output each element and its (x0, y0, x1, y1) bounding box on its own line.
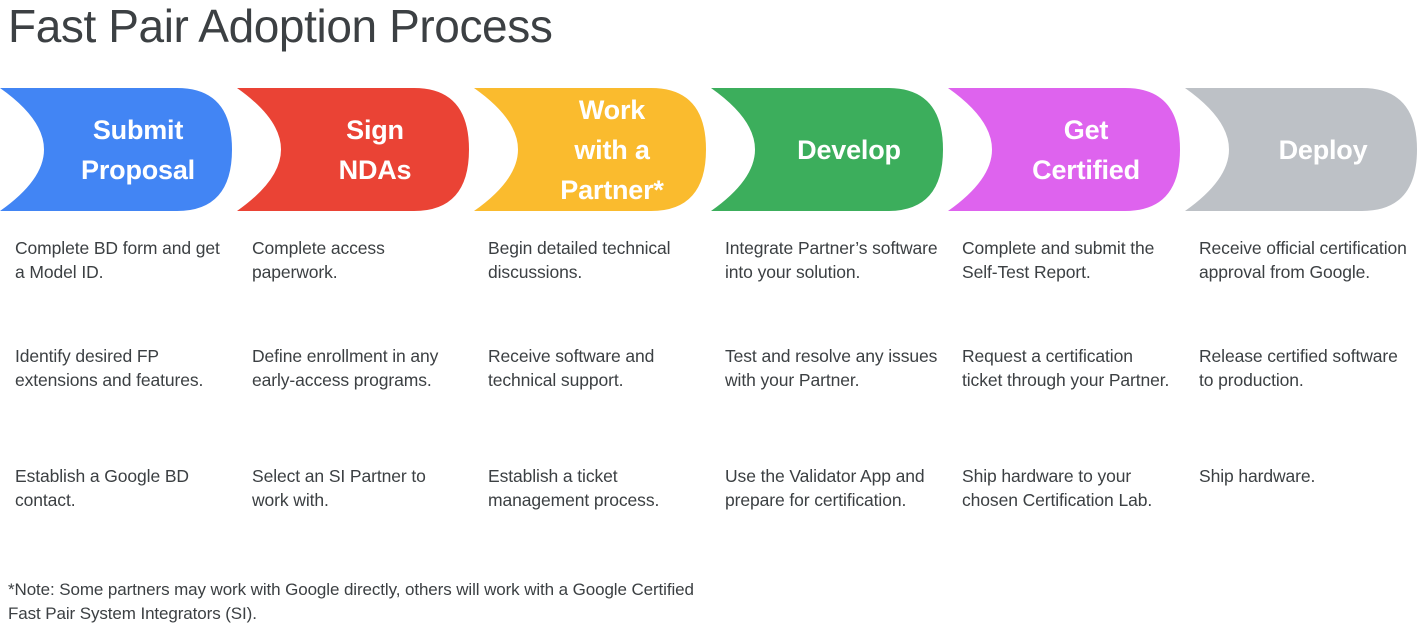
band-shape-get-certified[interactable] (948, 88, 1180, 211)
list-item: Complete access paperwork. (252, 238, 385, 282)
list-item: Complete BD form and get a Model ID. (15, 238, 220, 282)
band-shape-develop[interactable] (711, 88, 943, 211)
list-item: Receive software and technical support. (488, 346, 655, 390)
band-shape-deploy[interactable] (1185, 88, 1417, 211)
list-item: Complete and submit the Self-Test Report… (962, 238, 1155, 282)
list-item: Release certified software to production… (1199, 346, 1398, 390)
list-item: Establish a Google BD contact. (15, 466, 189, 510)
list-item: Ship hardware. (1199, 466, 1316, 486)
list-item: Begin detailed technical discussions. (488, 238, 671, 282)
band-shape-submit-proposal[interactable] (0, 88, 232, 211)
page-title: Fast Pair Adoption Process (8, 0, 553, 52)
list-item: Use the Validator App and prepare for ce… (725, 466, 925, 510)
process-band-shapes (0, 88, 1417, 211)
list-item: Receive official certification approval … (1199, 238, 1407, 282)
list-item: Request a certification ticket through y… (962, 346, 1170, 390)
process-banner (0, 88, 1423, 211)
list-item: Select an SI Partner to work with. (252, 466, 426, 510)
list-item: Establish a ticket management process. (488, 466, 660, 510)
band-shape-sign-ndas[interactable] (237, 88, 469, 211)
footnote: *Note: Some partners may work with Googl… (8, 580, 694, 623)
list-item: Define enrollment in any early-access pr… (252, 346, 439, 390)
list-item: Integrate Partner’s software into your s… (725, 238, 938, 282)
list-item: Ship hardware to your chosen Certificati… (962, 466, 1153, 510)
band-shape-work-with-a-partner[interactable] (474, 88, 706, 211)
list-item: Identify desired FP extensions and featu… (15, 346, 204, 390)
list-item: Test and resolve any issues with your Pa… (725, 346, 938, 390)
